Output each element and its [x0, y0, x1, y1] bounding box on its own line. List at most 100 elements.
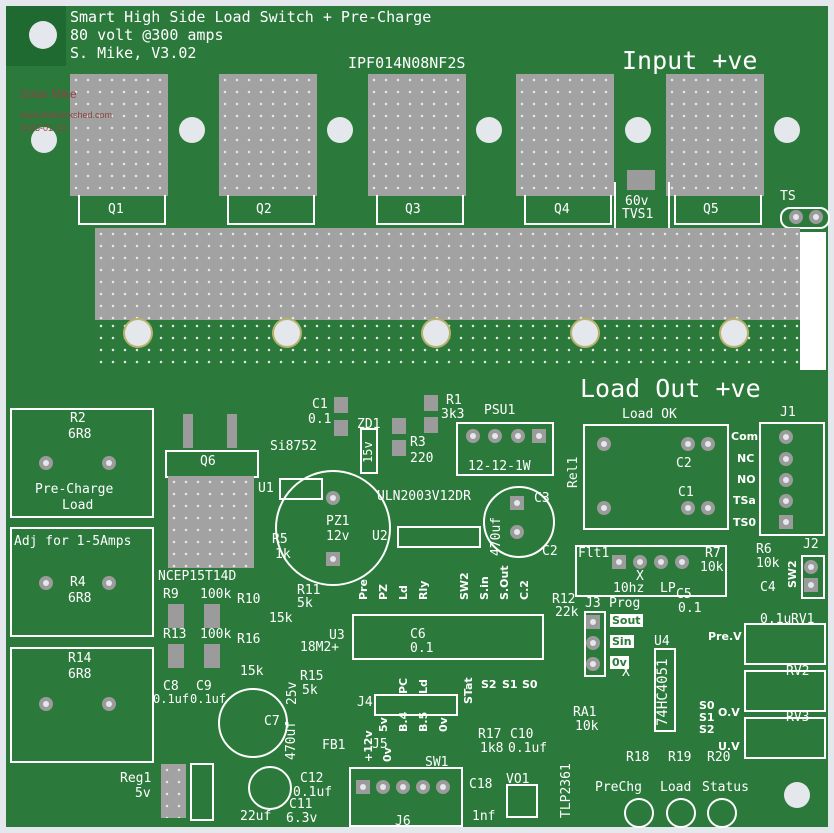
- r20-label: R20: [707, 750, 731, 765]
- prev-label: Pre.V: [708, 630, 742, 643]
- c3-value: 470uf: [489, 516, 504, 556]
- r7-label: R7: [705, 546, 721, 561]
- r13-pad: [204, 644, 220, 668]
- r14-pin: [102, 697, 116, 711]
- j6-label: J6: [395, 814, 411, 829]
- rv3-outline: [744, 717, 826, 759]
- board-rating: 80 volt @300 amps: [70, 26, 224, 44]
- relay-pin: [681, 501, 695, 515]
- tvs1-label: TVS1: [622, 207, 654, 222]
- psu1-label: PSU1: [484, 403, 516, 418]
- c3-label: C3: [534, 491, 550, 506]
- j6-pin: [396, 780, 410, 794]
- r2-label: R2: [70, 411, 86, 426]
- zd1-value: 15v: [361, 441, 375, 463]
- j1-pin: [779, 452, 793, 466]
- sw2-label: SW2: [786, 560, 799, 588]
- j1-no: NO: [737, 473, 756, 486]
- c4-value: 0.1u: [760, 612, 792, 627]
- c3-outline: [483, 486, 555, 558]
- pz1-value: 12v: [326, 529, 350, 544]
- flt1-outline: [575, 545, 727, 597]
- pin-stat: STat: [462, 677, 475, 704]
- c1-pad: [334, 420, 348, 436]
- sout-label: Sout: [610, 614, 643, 627]
- r2-pin: [102, 456, 116, 470]
- zd1-outline: [360, 428, 378, 474]
- c18-value: 1nf: [472, 809, 496, 824]
- r4-value: 6R8: [68, 591, 92, 606]
- j1-pin: [779, 494, 793, 508]
- mounting-hole: [179, 117, 205, 143]
- q6-pad: [168, 476, 254, 568]
- j3-pin-0v: [586, 657, 600, 671]
- c8-label: C8: [163, 679, 179, 694]
- pin-sin: S.in: [478, 576, 491, 600]
- pin-pc: PC: [397, 677, 410, 694]
- pin-rly: Rly: [417, 580, 430, 600]
- j3-outline: [584, 611, 606, 677]
- reg1-label: Reg1: [120, 771, 152, 786]
- pin-ld2: Ld: [417, 679, 430, 694]
- mounting-hole: [476, 117, 502, 143]
- q5-pad: [666, 74, 764, 196]
- c18-label: C18: [469, 777, 493, 792]
- c11-outline: [248, 766, 292, 810]
- r15-label: R15: [300, 669, 324, 684]
- r1-pad: [424, 417, 438, 433]
- r2-pin: [39, 456, 53, 470]
- pin-12v: +12v: [362, 730, 375, 762]
- c7-voltage: 25v: [285, 681, 300, 705]
- j4-b5: B.5: [417, 711, 430, 732]
- r3-label: R3: [410, 435, 426, 450]
- r12-label: R12: [552, 592, 576, 607]
- r12-value: 22k: [555, 605, 579, 620]
- u3-part: 18M2+: [300, 640, 340, 655]
- r11-label: R11: [297, 583, 321, 598]
- reg1-value: 5v: [135, 786, 151, 801]
- j4-b4: B.4: [397, 711, 410, 732]
- q1-outline: [78, 195, 166, 225]
- relay-c1-label: C1: [678, 485, 694, 500]
- q5-label: Q5: [703, 202, 719, 217]
- r16-label: R16: [237, 632, 261, 647]
- r9-value: 100k: [200, 587, 232, 602]
- mounting-hole: [31, 127, 57, 153]
- r14-pin: [39, 697, 53, 711]
- busbar-hole: [274, 320, 300, 346]
- busbar-hole: [125, 320, 151, 346]
- r13-label: R13: [163, 627, 187, 642]
- u2-part: ULN2003V12DR: [377, 489, 471, 504]
- j1-label: J1: [780, 405, 796, 420]
- j4-outline: [374, 694, 458, 716]
- c8-value: 0.1uf: [153, 692, 190, 706]
- flt1-freq: 10hz: [613, 581, 645, 596]
- zd1-label: ZD1: [357, 417, 381, 432]
- j3-pin-sin: [586, 636, 600, 650]
- tvs1-voltage: 60v: [625, 194, 649, 209]
- c11-value: 6.3v: [286, 811, 318, 826]
- board-author-version: S. Mike, V3.02: [70, 44, 197, 62]
- u2-label: U2: [372, 529, 388, 544]
- input-label: Input +ve: [622, 46, 758, 75]
- j2-label: J2: [803, 537, 819, 552]
- flt1-label: Flt1: [578, 546, 610, 561]
- led-status: [707, 798, 737, 828]
- q6-lead: [183, 414, 193, 448]
- busbar-hole: [721, 320, 747, 346]
- u4-outline: [654, 648, 676, 732]
- u4-x-label: X: [622, 665, 630, 680]
- c12-value: 0.1uf: [293, 785, 333, 800]
- mounting-hole: [29, 21, 57, 49]
- pz1-outline: [275, 470, 391, 586]
- relay-pin: [597, 501, 611, 515]
- j6-pin: [436, 780, 450, 794]
- uv-label: U.V: [718, 740, 740, 753]
- ra1-label: RA1: [573, 705, 597, 720]
- ts-pad: [809, 210, 823, 224]
- j6-outline: [349, 767, 463, 827]
- r14-value: 6R8: [68, 667, 92, 682]
- relay-pin: [701, 437, 715, 451]
- c6-label: C6: [410, 627, 426, 642]
- mounting-hole: [774, 117, 800, 143]
